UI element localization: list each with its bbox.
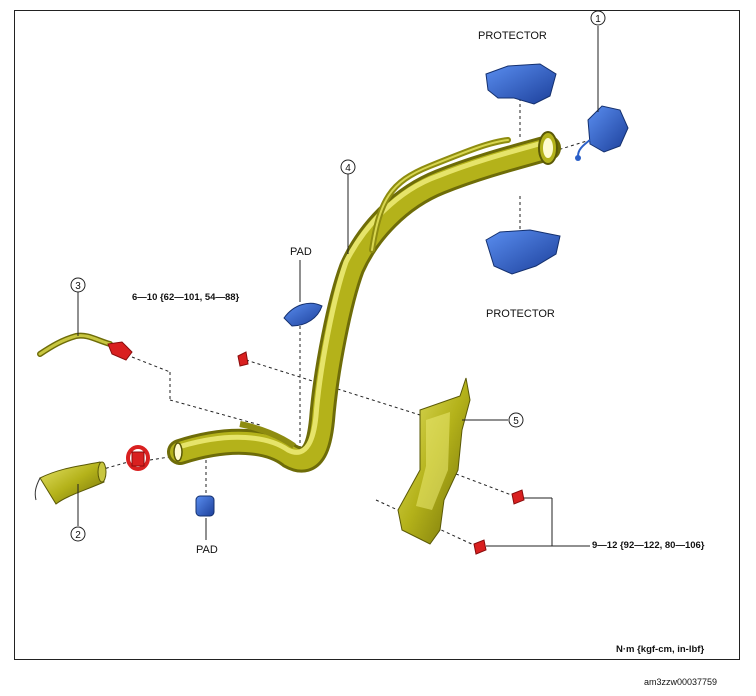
- callout-4: 4: [345, 163, 351, 174]
- callout-circles: [70, 10, 606, 542]
- label-pad-upper: PAD: [290, 246, 312, 258]
- figure-id: am3zzw00037759: [644, 677, 718, 687]
- callout-3: 3: [75, 281, 81, 292]
- label-protector-top: PROTECTOR: [478, 30, 547, 42]
- red-fasteners: [107, 341, 525, 555]
- callout-circle-4: [340, 159, 356, 175]
- callout-5: 5: [513, 416, 519, 427]
- label-protector-bottom: PROTECTOR: [486, 308, 555, 320]
- callout-circle-2: [70, 526, 86, 542]
- callout-circle-5: [508, 412, 524, 428]
- torque-spec-upper: 6—10 {62—101, 54—88}: [132, 292, 240, 303]
- callout-2: 2: [75, 530, 81, 541]
- callout-1: 1: [595, 14, 601, 25]
- callout-circle-3: [70, 277, 86, 293]
- vent-tube: [37, 332, 113, 357]
- blue-components: [195, 63, 629, 517]
- callout-circle-1: [590, 10, 606, 26]
- torque-spec-lower: 9—12 {92—122, 80—106}: [592, 540, 705, 551]
- filler-pipe: [167, 131, 561, 473]
- torque-units: N·m {kgf-cm, in-lbf}: [616, 644, 705, 655]
- solid-leaders: [77, 26, 599, 547]
- label-pad-lower: PAD: [196, 544, 218, 556]
- hose: [34, 461, 107, 505]
- mounting-bracket: [397, 377, 471, 545]
- diagram-frame: [14, 10, 740, 660]
